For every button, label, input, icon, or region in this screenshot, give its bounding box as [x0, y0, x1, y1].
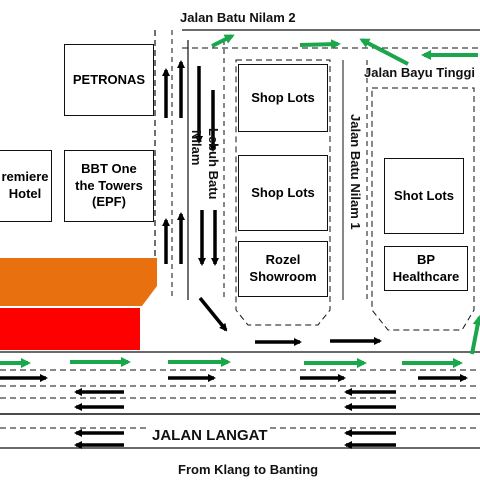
orange-block	[0, 258, 157, 306]
building-petronas-label: PETRONAS	[72, 71, 146, 87]
building-bbt-one: BBT One the Towers (EPF)	[64, 150, 154, 222]
green-flow-arrows	[0, 34, 480, 368]
road-batu-nilam-1-lines	[342, 60, 368, 300]
building-shop-lots-1: Shop Lots	[238, 64, 328, 132]
building-bbt-line2: the Towers	[75, 177, 143, 193]
road-label-lebuh-batu-line1: Lebuh Batu	[206, 128, 221, 200]
road-label-jalan-langat: JALAN LANGAT	[150, 427, 270, 445]
building-bbt-line3: (EPF)	[92, 194, 126, 210]
building-bp-healthcare: BP Healthcare	[384, 246, 468, 291]
building-bp-line2: Healthcare	[392, 268, 460, 284]
road-jalan-langat-lines	[0, 351, 480, 449]
building-rozel-showroom: Rozel Showroom	[238, 241, 328, 297]
building-rozel-label: Rozel Showroom	[249, 252, 316, 286]
building-shop-lots-2: Shop Lots	[238, 155, 328, 231]
building-petronas: PETRONAS	[64, 44, 154, 116]
building-bp-line1: BP	[416, 251, 436, 267]
block-outline-left	[235, 59, 331, 326]
red-block	[0, 308, 140, 350]
building-premiere-hotel: remiere Hotel	[0, 150, 52, 222]
building-premiere-hotel-label: remiere Hotel	[2, 169, 49, 203]
road-label-lebuh-batu-line2: Nilam	[189, 130, 204, 166]
building-premiere-line1: remiere	[1, 169, 49, 185]
road-label-batu-nilam-2: Jalan Batu Nilam 2	[180, 10, 296, 25]
road-lebuh-batu-nilam-lines	[154, 30, 225, 300]
black-traffic-arrows	[0, 60, 468, 449]
building-rozel-line1: Rozel	[265, 252, 301, 268]
building-shot-lots-label: Shot Lots	[394, 187, 454, 203]
block-outline-right	[371, 87, 475, 331]
building-shop-lots-2-label: Shop Lots	[251, 184, 315, 200]
building-premiere-line2: Hotel	[8, 186, 42, 201]
building-shot-lots: Shot Lots	[384, 158, 464, 234]
road-label-bayu-tinggi: Jalan Bayu Tinggi	[364, 65, 476, 80]
building-bbt-line1: BBT One	[81, 160, 137, 176]
building-bbt-one-label: BBT One the Towers (EPF)	[75, 161, 143, 212]
footer-direction-label: From Klang to Banting	[178, 462, 319, 477]
building-rozel-line2: Showroom	[249, 269, 317, 284]
building-shop-lots-1-label: Shop Lots	[251, 89, 315, 105]
building-bp-label: BP Healthcare	[393, 252, 459, 286]
road-label-batu-nilam-1: Jalan Batu Nilam 1	[348, 114, 363, 230]
road-batu-nilam-2-lines	[182, 29, 480, 49]
